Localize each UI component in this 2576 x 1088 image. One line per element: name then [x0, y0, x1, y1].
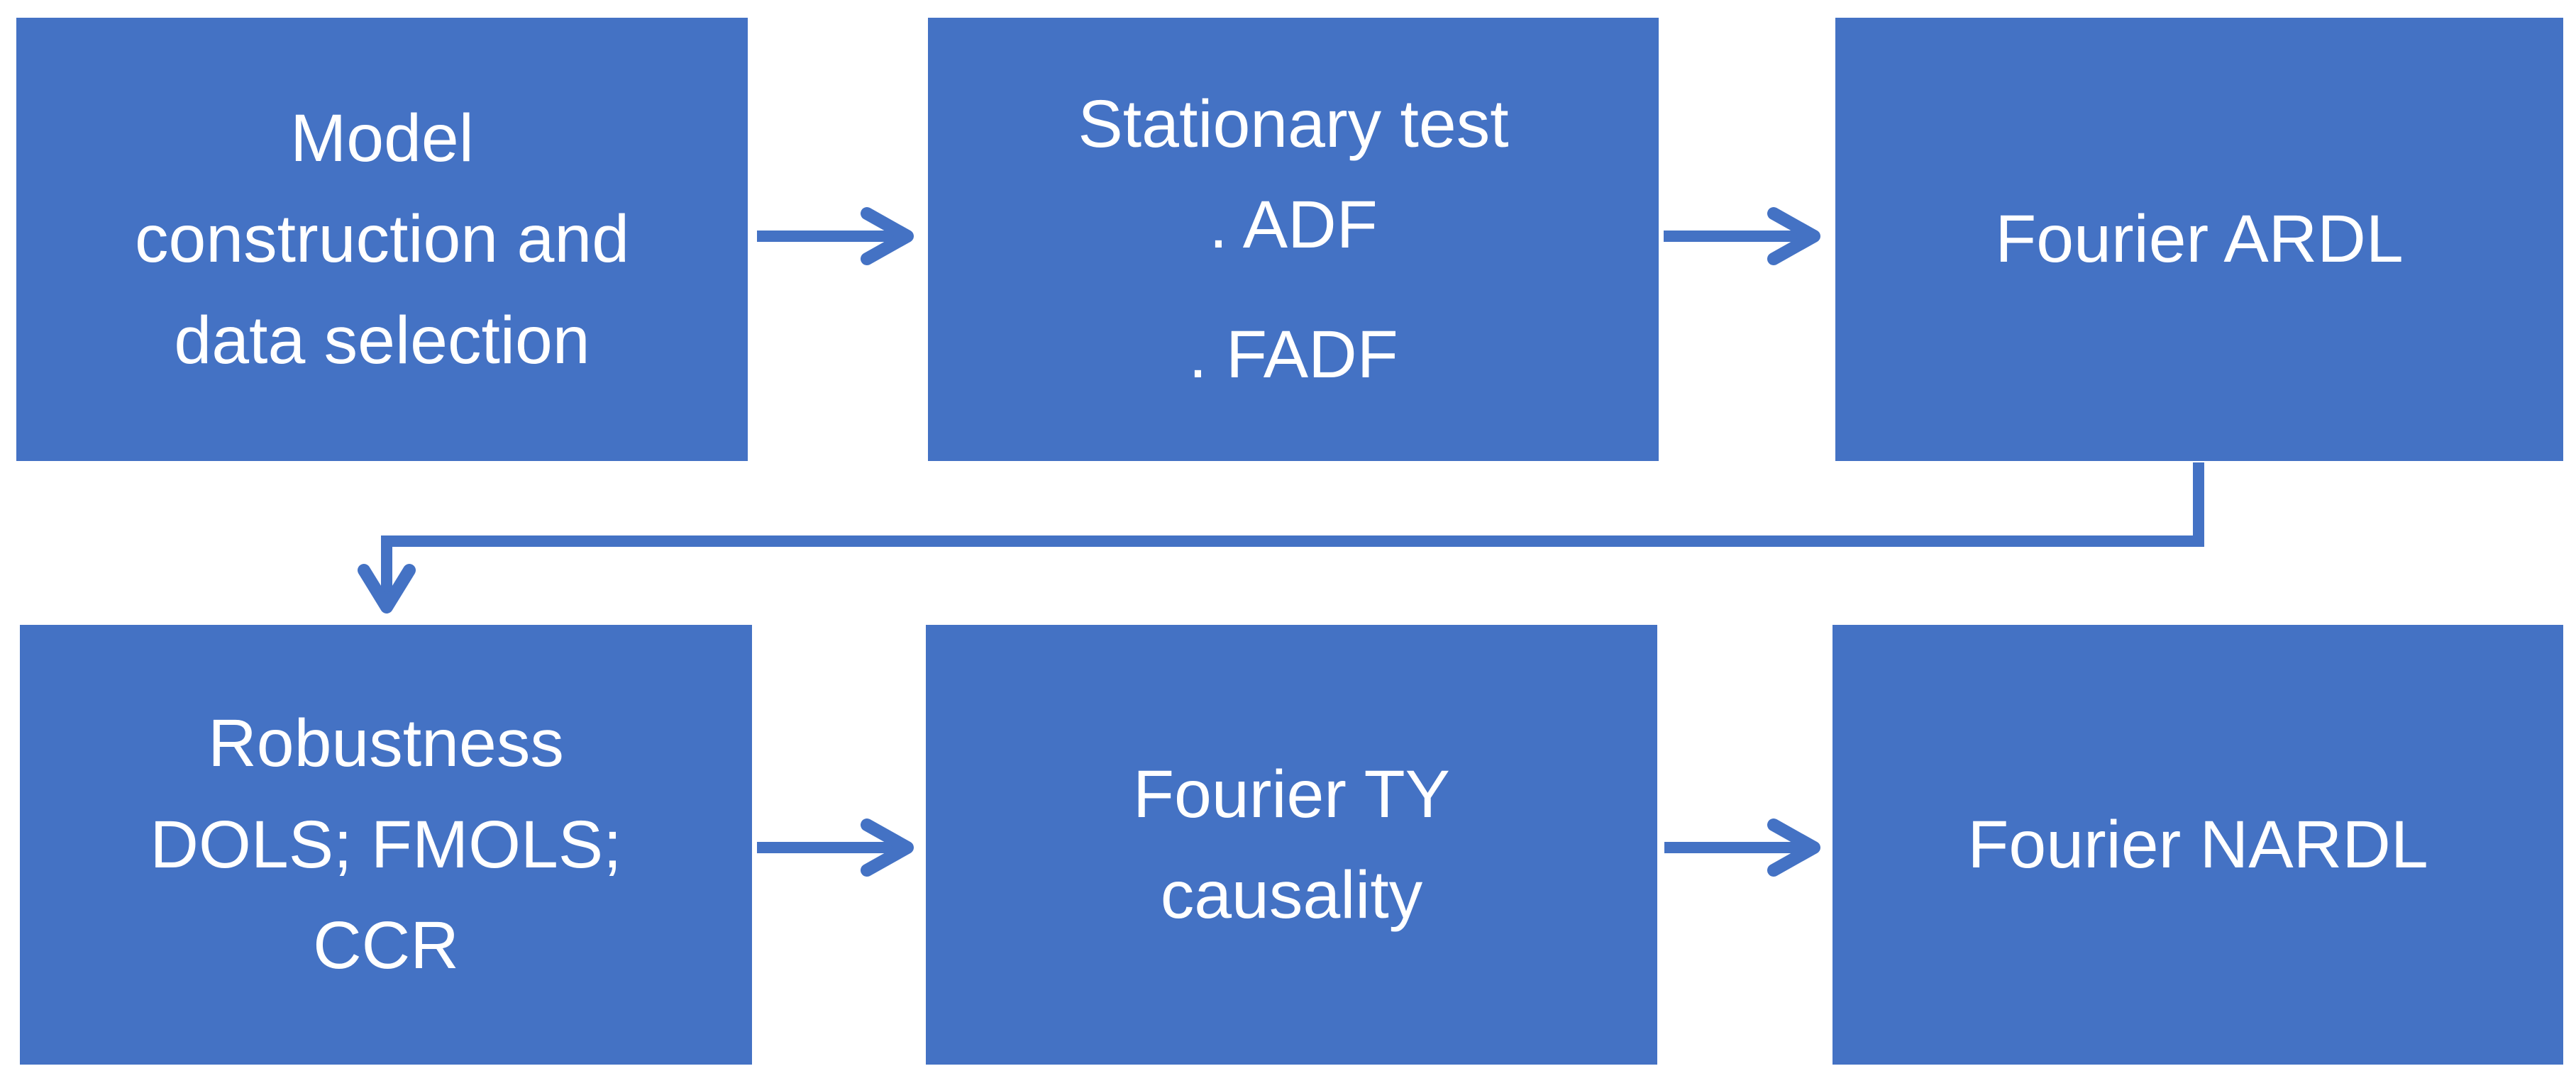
box-fourier-ty-causality: Fourier TY causality [926, 625, 1657, 1065]
arrow-ty-to-nardl [1664, 818, 1820, 877]
arrow-model-to-stationary [757, 207, 914, 265]
box-text-line: data selection [174, 302, 590, 378]
box-text-line: causality [1160, 857, 1423, 933]
box-text-line: Fourier ARDL [1995, 201, 2404, 277]
arrowhead-right-icon [861, 207, 914, 265]
box-text-line: Fourier TY [1133, 756, 1450, 832]
box-stationary-test: Stationary test . ADF . FADF [928, 18, 1659, 461]
elbow-connector [381, 462, 2204, 599]
arrowhead-right-icon [1767, 207, 1820, 265]
box-text-line: Model [290, 100, 474, 176]
arrow-stationary-to-ardl [1664, 207, 1820, 265]
box-text-line: CCR [313, 908, 459, 984]
box-robustness: Robustness DOLS; FMOLS; CCR [20, 625, 752, 1065]
box-text-line: construction and [134, 201, 630, 277]
box-fourier-nardl: Fourier NARDL [1833, 625, 2563, 1065]
box-text-line: Robustness [208, 706, 564, 782]
box-fourier-ardl: Fourier ARDL [1835, 18, 2563, 461]
arrowhead-right-icon [861, 818, 914, 877]
box-text-line: . FADF [1188, 316, 1398, 392]
box-text-line: DOLS; FMOLS; [150, 806, 622, 882]
arrowhead-down-icon [358, 564, 416, 614]
arrow-ardl-to-robustness [358, 462, 2204, 614]
arrow-robustness-to-ty [757, 818, 914, 877]
box-model-construction: Model construction and data selection [16, 18, 748, 461]
box-text-line: Stationary test [1078, 86, 1509, 162]
box-text-line: . ADF [1209, 187, 1378, 263]
arrowhead-right-icon [1767, 818, 1820, 877]
box-text-line: Fourier NARDL [1967, 806, 2428, 882]
